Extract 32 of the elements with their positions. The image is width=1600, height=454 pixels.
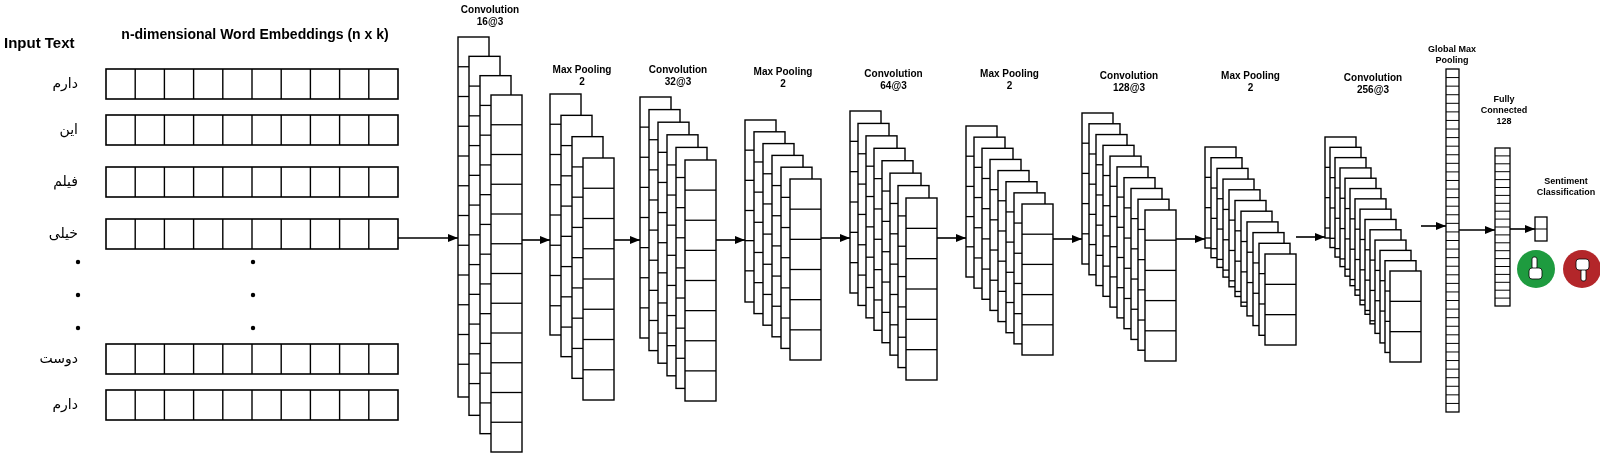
layer-label: Sentiment Classification: [1535, 176, 1597, 198]
section-heading: n-dimensional Word Embeddings (n x k): [120, 26, 390, 43]
input-word: این: [59, 120, 78, 138]
layer-label: Max Pooling 2: [752, 66, 814, 90]
arrow: [1175, 235, 1206, 243]
arrow: [1509, 225, 1536, 233]
input-word: خیلی: [48, 224, 78, 242]
arrow: [1420, 222, 1447, 230]
arrow: [820, 234, 851, 242]
layer-label: Convolution 64@3: [863, 68, 924, 92]
input-word: فیلم: [53, 172, 78, 190]
layer-label: Max Pooling 2: [979, 68, 1040, 92]
input-word: دارم: [52, 395, 78, 413]
layer-label: Max Pooling 2: [1220, 70, 1281, 94]
layer-label: Convolution 32@3: [647, 64, 709, 88]
arrow: [715, 236, 746, 244]
arrow: [936, 234, 967, 242]
arrow: [521, 236, 551, 244]
arrow: [397, 234, 459, 242]
layer-label: Convolution 16@3: [459, 4, 521, 28]
input-word: دارم: [52, 74, 78, 92]
arrow: [1458, 226, 1496, 234]
arrow: [613, 236, 641, 244]
layer-label: Max Pooling 2: [551, 64, 613, 88]
layer-label: Convolution 256@3: [1342, 72, 1404, 96]
column-heading: Input Text: [4, 34, 75, 52]
arrow: [1295, 233, 1326, 241]
layer-label: Fully Connected 128: [1479, 94, 1529, 127]
layer-label: Global Max Pooling: [1427, 44, 1477, 66]
layer-label: Convolution 128@3: [1098, 70, 1160, 94]
arrow: [1052, 235, 1083, 243]
input-word: دوست: [39, 349, 78, 367]
